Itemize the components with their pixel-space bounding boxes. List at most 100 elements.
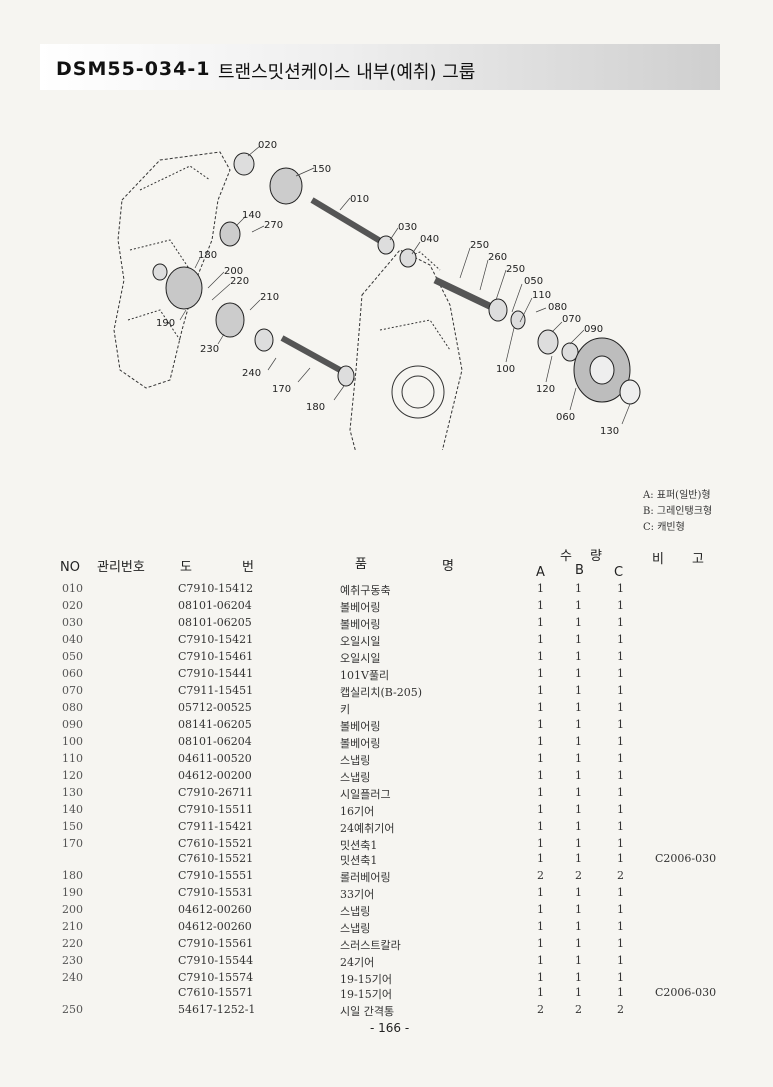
row-qty-c: 1 [617,886,624,899]
row-no: 080 [62,701,83,714]
header-band [40,44,720,90]
row-no: 150 [62,820,83,833]
callout-250-b: 250 [506,264,525,275]
row-qty-c: 1 [617,599,624,612]
row-qty-b: 1 [575,820,582,833]
row-qty-c: 1 [617,684,624,697]
row-qty-a: 1 [537,852,544,865]
row-qty-c: 1 [617,986,624,999]
row-part-name: 33기어 [340,888,375,901]
callout-060: 060 [556,412,575,423]
legend-c: C: 캐빈형 [643,522,685,533]
row-part-name: 캡실리치(B-205) [340,686,423,699]
row-part-name: 스냅링 [340,922,371,935]
row-qty-a: 1 [537,769,544,782]
row-part-number: C7910-15461 [178,650,254,663]
row-part-name: 밋션축1 [340,854,378,867]
row-qty-a: 1 [537,837,544,850]
row-part-name: 롤러베어링 [340,871,391,884]
row-no: 060 [62,667,83,680]
page-number: - 166 - [370,1021,410,1035]
row-no: 120 [62,769,83,782]
callout-030: 030 [398,222,417,233]
row-no: 050 [62,650,83,663]
row-qty-a: 1 [537,971,544,984]
header-qty: 수 [560,549,572,564]
row-qty-b: 1 [575,903,582,916]
row-no: 010 [62,582,83,595]
row-qty-a: 1 [537,752,544,765]
callout-020: 020 [258,140,277,151]
row-qty-b: 1 [575,599,582,612]
row-qty-c: 1 [617,633,624,646]
row-qty-b: 1 [575,786,582,799]
row-qty-a: 1 [537,582,544,595]
row-qty-b: 1 [575,803,582,816]
row-part-name: 키 [340,703,351,716]
header-no: NO [60,560,80,575]
row-qty-a: 1 [537,803,544,816]
row-qty-b: 1 [575,718,582,731]
callout-180-upper: 180 [198,250,217,261]
header-mgmt-number: 관리번호 [97,560,145,575]
callout-220: 220 [230,276,249,287]
callout-260: 260 [488,252,507,263]
callout-130: 130 [600,426,619,437]
callout-100: 100 [496,364,515,375]
row-part-name: 스러스트칼라 [340,939,401,952]
row-qty-c: 1 [617,769,624,782]
row-part-number: C7910-15511 [178,803,254,816]
row-qty-b: 1 [575,616,582,629]
row-part-number: C7910-15441 [178,667,254,680]
row-part-name: 스냅링 [340,754,371,767]
row-part-number: C7610-15521 [178,852,254,865]
row-part-name: 19-15기어 [340,973,392,986]
row-no: 140 [62,803,83,816]
row-part-number: C7911-15451 [178,684,254,697]
row-part-name: 시일플러그 [340,788,391,801]
callout-200: 200 [224,266,243,277]
row-part-number: 04611-00520 [178,752,252,765]
callout-110: 110 [532,290,551,301]
row-qty-b: 1 [575,971,582,984]
row-qty-a: 1 [537,667,544,680]
row-qty-b: 1 [575,837,582,850]
row-qty-c: 1 [617,752,624,765]
row-no: 070 [62,684,83,697]
row-part-number: C7910-15421 [178,633,254,646]
callout-040: 040 [420,234,439,245]
row-part-name: 시일 간격통 [340,1005,395,1018]
callout-230: 230 [200,344,219,355]
header-col-c: C [614,565,624,580]
row-qty-c: 1 [617,735,624,748]
header-qty-2: 량 [590,549,602,564]
row-qty-a: 1 [537,735,544,748]
row-part-name: 24기어 [340,956,375,969]
row-no: 020 [62,599,83,612]
row-part-number: C7910-15574 [178,971,254,984]
row-qty-a: 1 [537,820,544,833]
legend-a: A: 표퍼(일반)형 [643,490,711,501]
row-qty-c: 1 [617,971,624,984]
row-qty-a: 1 [537,616,544,629]
row-qty-b: 1 [575,954,582,967]
row-part-name: 19-15기어 [340,988,392,1001]
row-no: 130 [62,786,83,799]
row-part-number: C7910-15531 [178,886,254,899]
row-no: 210 [62,920,83,933]
